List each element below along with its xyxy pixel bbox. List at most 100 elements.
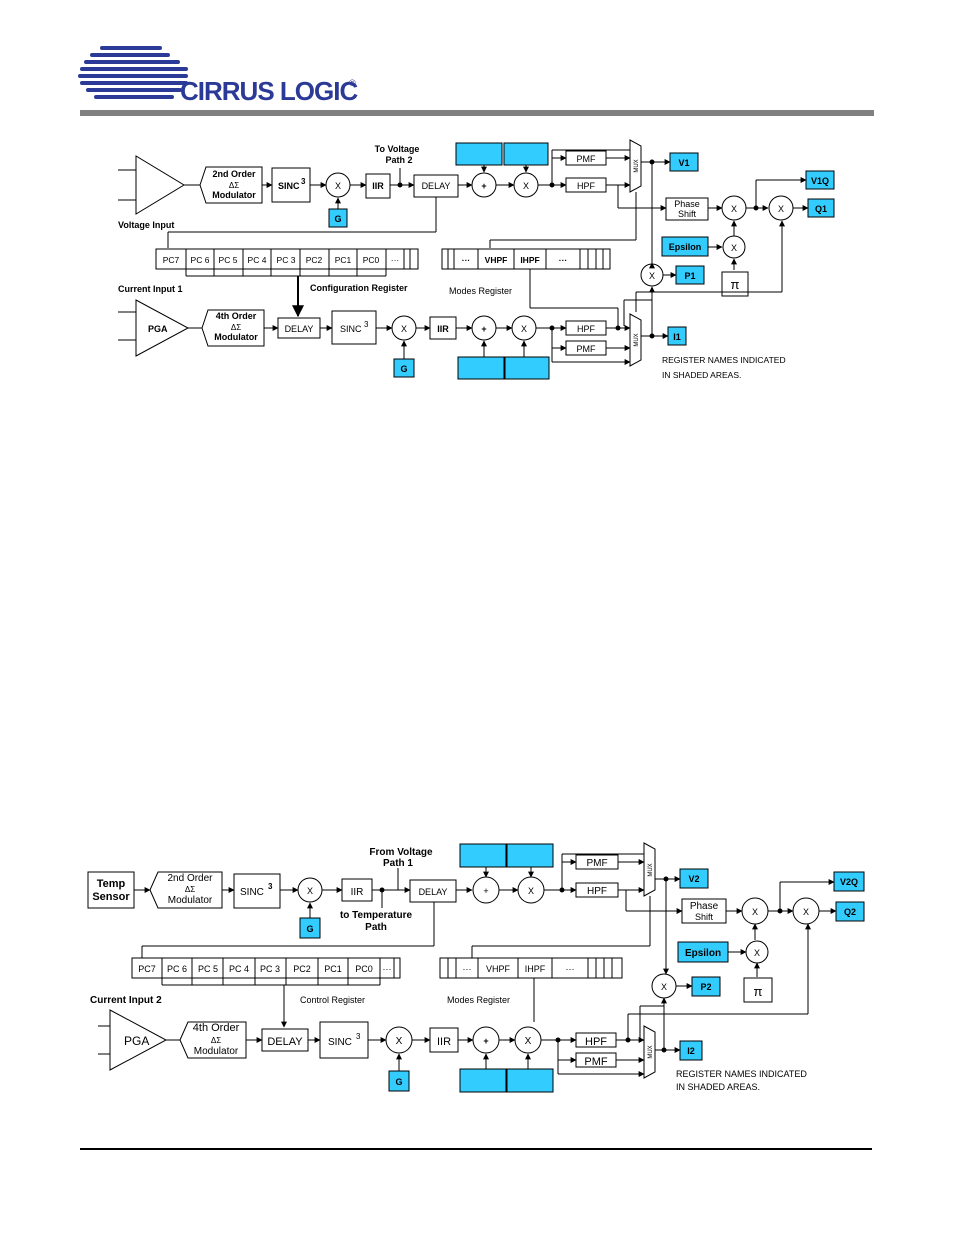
adder2-symbol: + <box>483 886 488 896</box>
config-cell: PC 5 <box>219 255 238 265</box>
to-temperature-line2: Path <box>365 922 387 933</box>
v2-label: V2 <box>688 874 699 884</box>
pga-amplifier-2 <box>109 1009 168 1071</box>
modes-register <box>441 248 611 270</box>
logo-wordmark: CIRRUS LOGIC <box>180 76 358 106</box>
modes-register-2 <box>439 957 623 979</box>
mux2-label: MUX <box>648 863 654 876</box>
current-mux-block-2 <box>643 1025 656 1079</box>
header-rule <box>80 110 874 116</box>
mux-label: MUX <box>634 159 640 172</box>
g-register-voltage-2 <box>299 917 321 939</box>
from-voltage-line2: Path 1 <box>383 858 413 869</box>
temp-sensor-line1: Temp <box>97 878 126 890</box>
config-register-cells: PC7 PC 6 PC 5 PC 4 PC 3 PC2 PC1 PC0 ··· <box>163 255 400 265</box>
mult-symbol-2: X <box>523 181 529 191</box>
note-line1: REGISTER NAMES INDICATED <box>662 355 786 365</box>
delay2-label: DELAY <box>419 887 448 897</box>
current-hpf-label: HPF <box>577 324 596 334</box>
modes-register2-label: Modes Register <box>447 995 510 1005</box>
iir-filter-block <box>365 173 391 199</box>
diagram2-labels: Temp Sensor 2nd Order ΔΣ Modulator SINC … <box>90 847 858 1092</box>
voltage-delay-block-2 <box>409 879 457 903</box>
current-delay2-label: DELAY <box>267 1036 303 1048</box>
voltage-input-amplifier <box>135 155 185 215</box>
phase2-mult-symbol: X <box>752 907 758 917</box>
logo-globe-mark <box>78 46 188 99</box>
voltage-mux-block-2 <box>643 842 656 897</box>
modes-register2-cells: ··· VHPF IHPF ··· <box>463 964 575 974</box>
config-cell: ··· <box>391 255 400 265</box>
current-mux2-label: MUX <box>648 1045 654 1058</box>
q1-label: Q1 <box>815 204 827 214</box>
epsilon-register-2 <box>677 941 729 963</box>
g-register-current-2 <box>388 1070 410 1092</box>
gain2-text: G <box>306 924 313 934</box>
modes-cell: VHPF <box>485 255 508 265</box>
gain-register-text: G <box>334 214 341 224</box>
current-mult-symbol-2: X <box>521 324 527 334</box>
footer-rule <box>80 1148 872 1150</box>
current-voltage-channel-1-diagram <box>118 139 809 367</box>
current-pmf-label: PMF <box>577 344 597 354</box>
p2-label: P2 <box>700 982 711 992</box>
multiplier2-symbol: X <box>307 886 313 896</box>
cirrus-logic-logo: CIRRUS LOGIC ® <box>78 46 359 106</box>
control-register-cells: PC7 PC 6 PC 5 PC 4 PC 3 PC2 PC1 PC0 ··· <box>138 964 391 974</box>
4th-modulator-line3: Modulator <box>214 332 258 342</box>
modulator2-line2: ΔΣ <box>185 885 195 894</box>
temp-sensor-line2: Sensor <box>92 891 130 903</box>
current2-adder-symbol: + <box>483 1036 488 1046</box>
offset-register-v1 <box>455 142 503 166</box>
control-cell: PC 6 <box>167 964 187 974</box>
hpf-label: HPF <box>577 181 596 191</box>
gain-register-v1 <box>503 142 549 166</box>
hpf2-label: HPF <box>587 886 607 897</box>
4th-modulator-line1: 4th Order <box>216 311 257 321</box>
pga2-label: PGA <box>124 1034 149 1048</box>
control-register <box>131 957 401 979</box>
current-iir-label: IIR <box>437 324 449 334</box>
v1-register <box>669 152 699 172</box>
modulator2-line1: 2nd Order <box>167 873 213 884</box>
modes2-cell: IHPF <box>525 964 546 974</box>
phase-shift-block <box>665 197 709 221</box>
power2-mult-symbol: X <box>661 982 667 992</box>
current-input-label: Current Input 1 <box>118 284 183 294</box>
current2-g-text: G <box>395 1077 402 1087</box>
p1-label: P1 <box>684 271 695 281</box>
config-register-label: Configuration Register <box>310 283 408 293</box>
control-cell: PC0 <box>355 964 373 974</box>
epsilon-label: Epsilon <box>669 242 702 252</box>
4th-modulator-line2: ΔΣ <box>231 323 241 332</box>
i2-register <box>679 1040 703 1061</box>
voltage-mux-block <box>629 139 642 193</box>
4th-modulator2-line3: Modulator <box>194 1046 239 1057</box>
control-cell: PC1 <box>324 964 342 974</box>
config-cell: PC 4 <box>248 255 267 265</box>
config-cell: PC1 <box>335 255 352 265</box>
modes2-cell: VHPF <box>486 964 511 974</box>
modes2-cell: ··· <box>463 964 472 974</box>
pga-amplifier-1 <box>135 299 190 357</box>
v2q-register <box>833 871 865 892</box>
iir2-label: IIR <box>351 887 364 898</box>
mult2-symbol-2: X <box>528 886 534 896</box>
iir-label: IIR <box>372 181 384 191</box>
phase-shift2-line1: Phase <box>690 901 719 912</box>
from-voltage-line1: From Voltage <box>369 847 433 858</box>
4th-modulator2-line1: 4th Order <box>193 1022 240 1034</box>
gain-register-i2 <box>506 1068 554 1093</box>
current-hpf2-label: HPF <box>585 1036 607 1048</box>
diagram1-shaded-registers <box>328 142 835 380</box>
v1q-label: V1Q <box>811 176 829 186</box>
q2-label: Q2 <box>844 907 856 917</box>
g-register-voltage-1 <box>328 208 348 228</box>
config-cell: PC 6 <box>191 255 210 265</box>
control-cell: PC 3 <box>260 964 280 974</box>
modes-cell: ··· <box>462 255 471 265</box>
configuration-register <box>155 248 419 270</box>
diagram2-shaded-registers <box>299 843 865 1093</box>
diagram1-labels: Voltage Input 2nd Order ΔΣ Modulator SIN… <box>118 144 829 380</box>
